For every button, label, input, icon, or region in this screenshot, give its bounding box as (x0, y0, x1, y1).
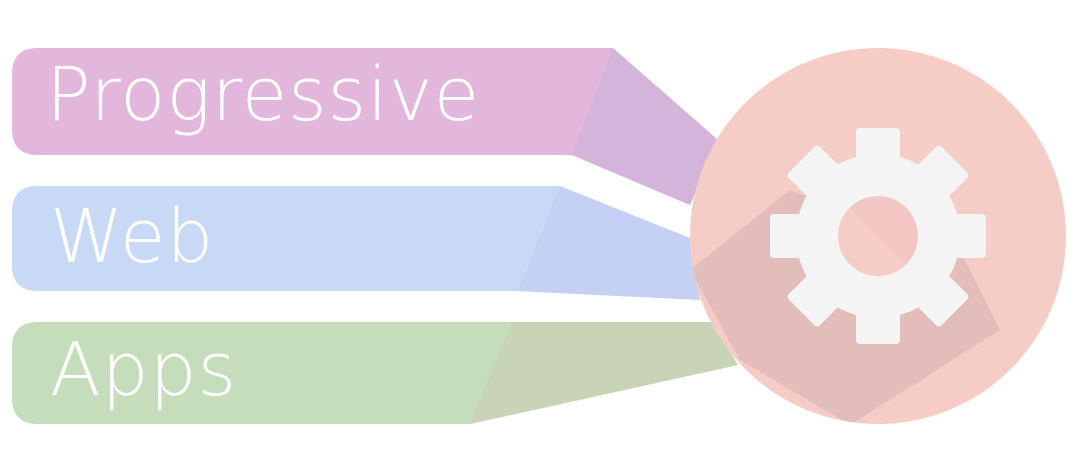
gear-hole-shadow (850, 196, 918, 264)
word-web: Web (50, 194, 215, 280)
progressive-band-shadow (572, 48, 718, 205)
word-apps: Apps (50, 327, 238, 413)
progressive-band (12, 48, 718, 205)
gear-icon (770, 128, 986, 344)
web-band-shadow (518, 186, 700, 300)
word-progressive: Progressive (46, 52, 481, 138)
apps-band-shadow (470, 322, 738, 424)
